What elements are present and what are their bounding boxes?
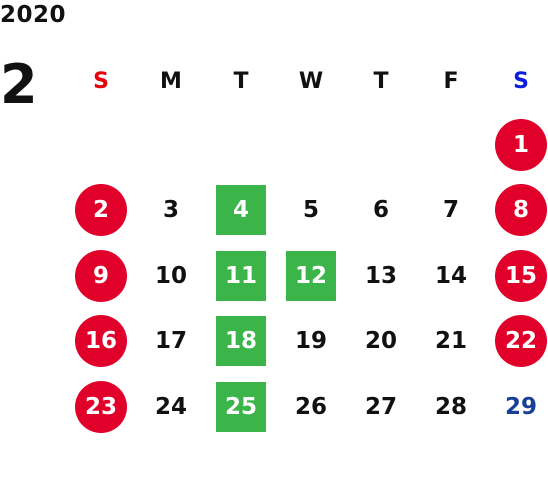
empty-day-cell (416, 112, 486, 178)
day-number: 5 (302, 197, 319, 224)
day-cell[interactable]: 21 (416, 309, 486, 375)
weekday-header-saturday: S (513, 68, 529, 94)
calendar-month: 2 (0, 53, 38, 116)
day-cell[interactable]: 24 (136, 374, 206, 440)
holiday-day: 8 (495, 184, 547, 237)
day-cell[interactable]: 6 (346, 178, 416, 244)
holiday-day: 23 (75, 380, 127, 433)
weekday-header-wednesday: W (298, 68, 324, 94)
day-number: 20 (364, 328, 397, 355)
day-number: 21 (434, 328, 467, 355)
highlighted-day: 12 (286, 250, 336, 301)
day-number: 26 (294, 393, 327, 420)
day-cell[interactable]: 14 (416, 243, 486, 309)
empty-day-cell (276, 112, 346, 178)
day-cell[interactable]: 23 (66, 374, 136, 440)
day-cell[interactable]: 8 (486, 178, 548, 244)
empty-day-cell (136, 112, 206, 178)
weekday-header-monday: M (160, 68, 182, 94)
day-cell[interactable]: 1 (486, 112, 548, 178)
day-number: 3 (162, 197, 179, 224)
day-cell[interactable]: 28 (416, 374, 486, 440)
day-number: 6 (372, 197, 389, 224)
day-cell[interactable]: 9 (66, 243, 136, 309)
day-cell[interactable]: 4 (206, 178, 276, 244)
day-cell[interactable]: 27 (346, 374, 416, 440)
weekday-header-sunday: S (93, 68, 109, 94)
empty-day-cell (206, 112, 276, 178)
empty-day-cell (346, 112, 416, 178)
holiday-day: 22 (495, 315, 547, 368)
weekday-header-thursday: T (373, 68, 389, 94)
day-cell[interactable]: 29 (486, 374, 548, 440)
day-cell[interactable]: 13 (346, 243, 416, 309)
day-cell[interactable]: 10 (136, 243, 206, 309)
day-cell[interactable]: 25 (206, 374, 276, 440)
empty-day-cell (66, 112, 136, 178)
day-cell[interactable]: 15 (486, 243, 548, 309)
day-number: 28 (434, 393, 467, 420)
saturday-day: 29 (504, 393, 537, 420)
day-number: 19 (294, 328, 327, 355)
holiday-day: 9 (75, 249, 127, 302)
holiday-day: 16 (75, 315, 127, 368)
day-cell[interactable]: 11 (206, 243, 276, 309)
highlighted-day: 18 (216, 316, 266, 367)
holiday-day: 15 (495, 249, 547, 302)
holiday-day: 1 (495, 118, 547, 171)
day-number: 13 (364, 262, 397, 289)
weekday-header-friday: F (443, 68, 459, 94)
day-number: 27 (364, 393, 397, 420)
day-cell[interactable]: 18 (206, 309, 276, 375)
day-number: 24 (154, 393, 187, 420)
day-cell[interactable]: 17 (136, 309, 206, 375)
day-number: 14 (434, 262, 467, 289)
day-cell[interactable]: 7 (416, 178, 486, 244)
day-number: 7 (442, 197, 459, 224)
day-cell[interactable]: 5 (276, 178, 346, 244)
highlighted-day: 4 (216, 185, 266, 236)
highlighted-day: 25 (216, 381, 266, 432)
highlighted-day: 11 (216, 250, 266, 301)
day-cell[interactable]: 20 (346, 309, 416, 375)
holiday-day: 2 (75, 184, 127, 237)
calendar-year: 2020 (0, 2, 67, 28)
day-cell[interactable]: 26 (276, 374, 346, 440)
day-number: 10 (154, 262, 187, 289)
day-cell[interactable]: 19 (276, 309, 346, 375)
day-cell[interactable]: 16 (66, 309, 136, 375)
day-cell[interactable]: 22 (486, 309, 548, 375)
day-number: 17 (154, 328, 187, 355)
day-cell[interactable]: 3 (136, 178, 206, 244)
day-cell[interactable]: 12 (276, 243, 346, 309)
weekday-header-tuesday: T (233, 68, 249, 94)
day-cell[interactable]: 2 (66, 178, 136, 244)
